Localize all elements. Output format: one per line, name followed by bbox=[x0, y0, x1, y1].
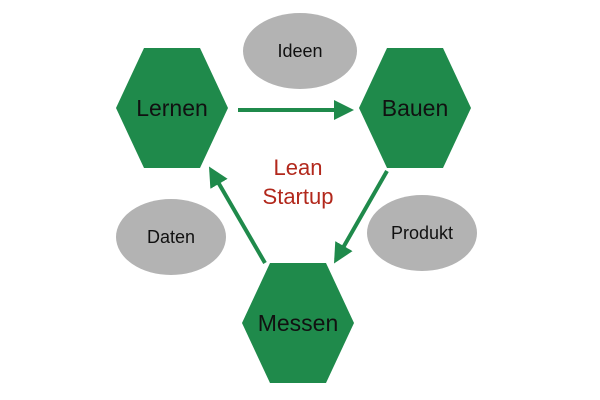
build-label: Bauen bbox=[382, 95, 449, 121]
measure-label: Messen bbox=[258, 310, 339, 336]
product-label: Produkt bbox=[391, 223, 453, 243]
center-title: Lean Startup bbox=[263, 155, 334, 209]
product-oval-shape bbox=[367, 195, 477, 271]
data-oval-shape bbox=[116, 199, 226, 275]
product-oval: Produkt bbox=[367, 195, 477, 271]
learn-hexagon-shape bbox=[116, 48, 228, 168]
measure-hexagon-shape bbox=[242, 263, 354, 383]
ideas-oval: Ideen bbox=[243, 13, 357, 89]
measure-hexagon: Messen bbox=[242, 263, 354, 383]
ideas-oval-shape bbox=[243, 13, 357, 89]
build-hexagon-shape bbox=[359, 48, 471, 168]
arrow-build-to-measure bbox=[334, 170, 389, 264]
learn-label: Lernen bbox=[136, 95, 208, 121]
data-label: Daten bbox=[147, 227, 195, 247]
learn-hexagon: Lernen bbox=[116, 48, 228, 168]
data-oval: Daten bbox=[116, 199, 226, 275]
ideas-label: Ideen bbox=[277, 41, 322, 61]
center-title-line-1: Lean bbox=[274, 155, 323, 180]
arrow-measure-to-learn bbox=[208, 166, 267, 265]
center-title-line-2: Startup bbox=[263, 184, 334, 209]
build-hexagon: Bauen bbox=[359, 48, 471, 168]
